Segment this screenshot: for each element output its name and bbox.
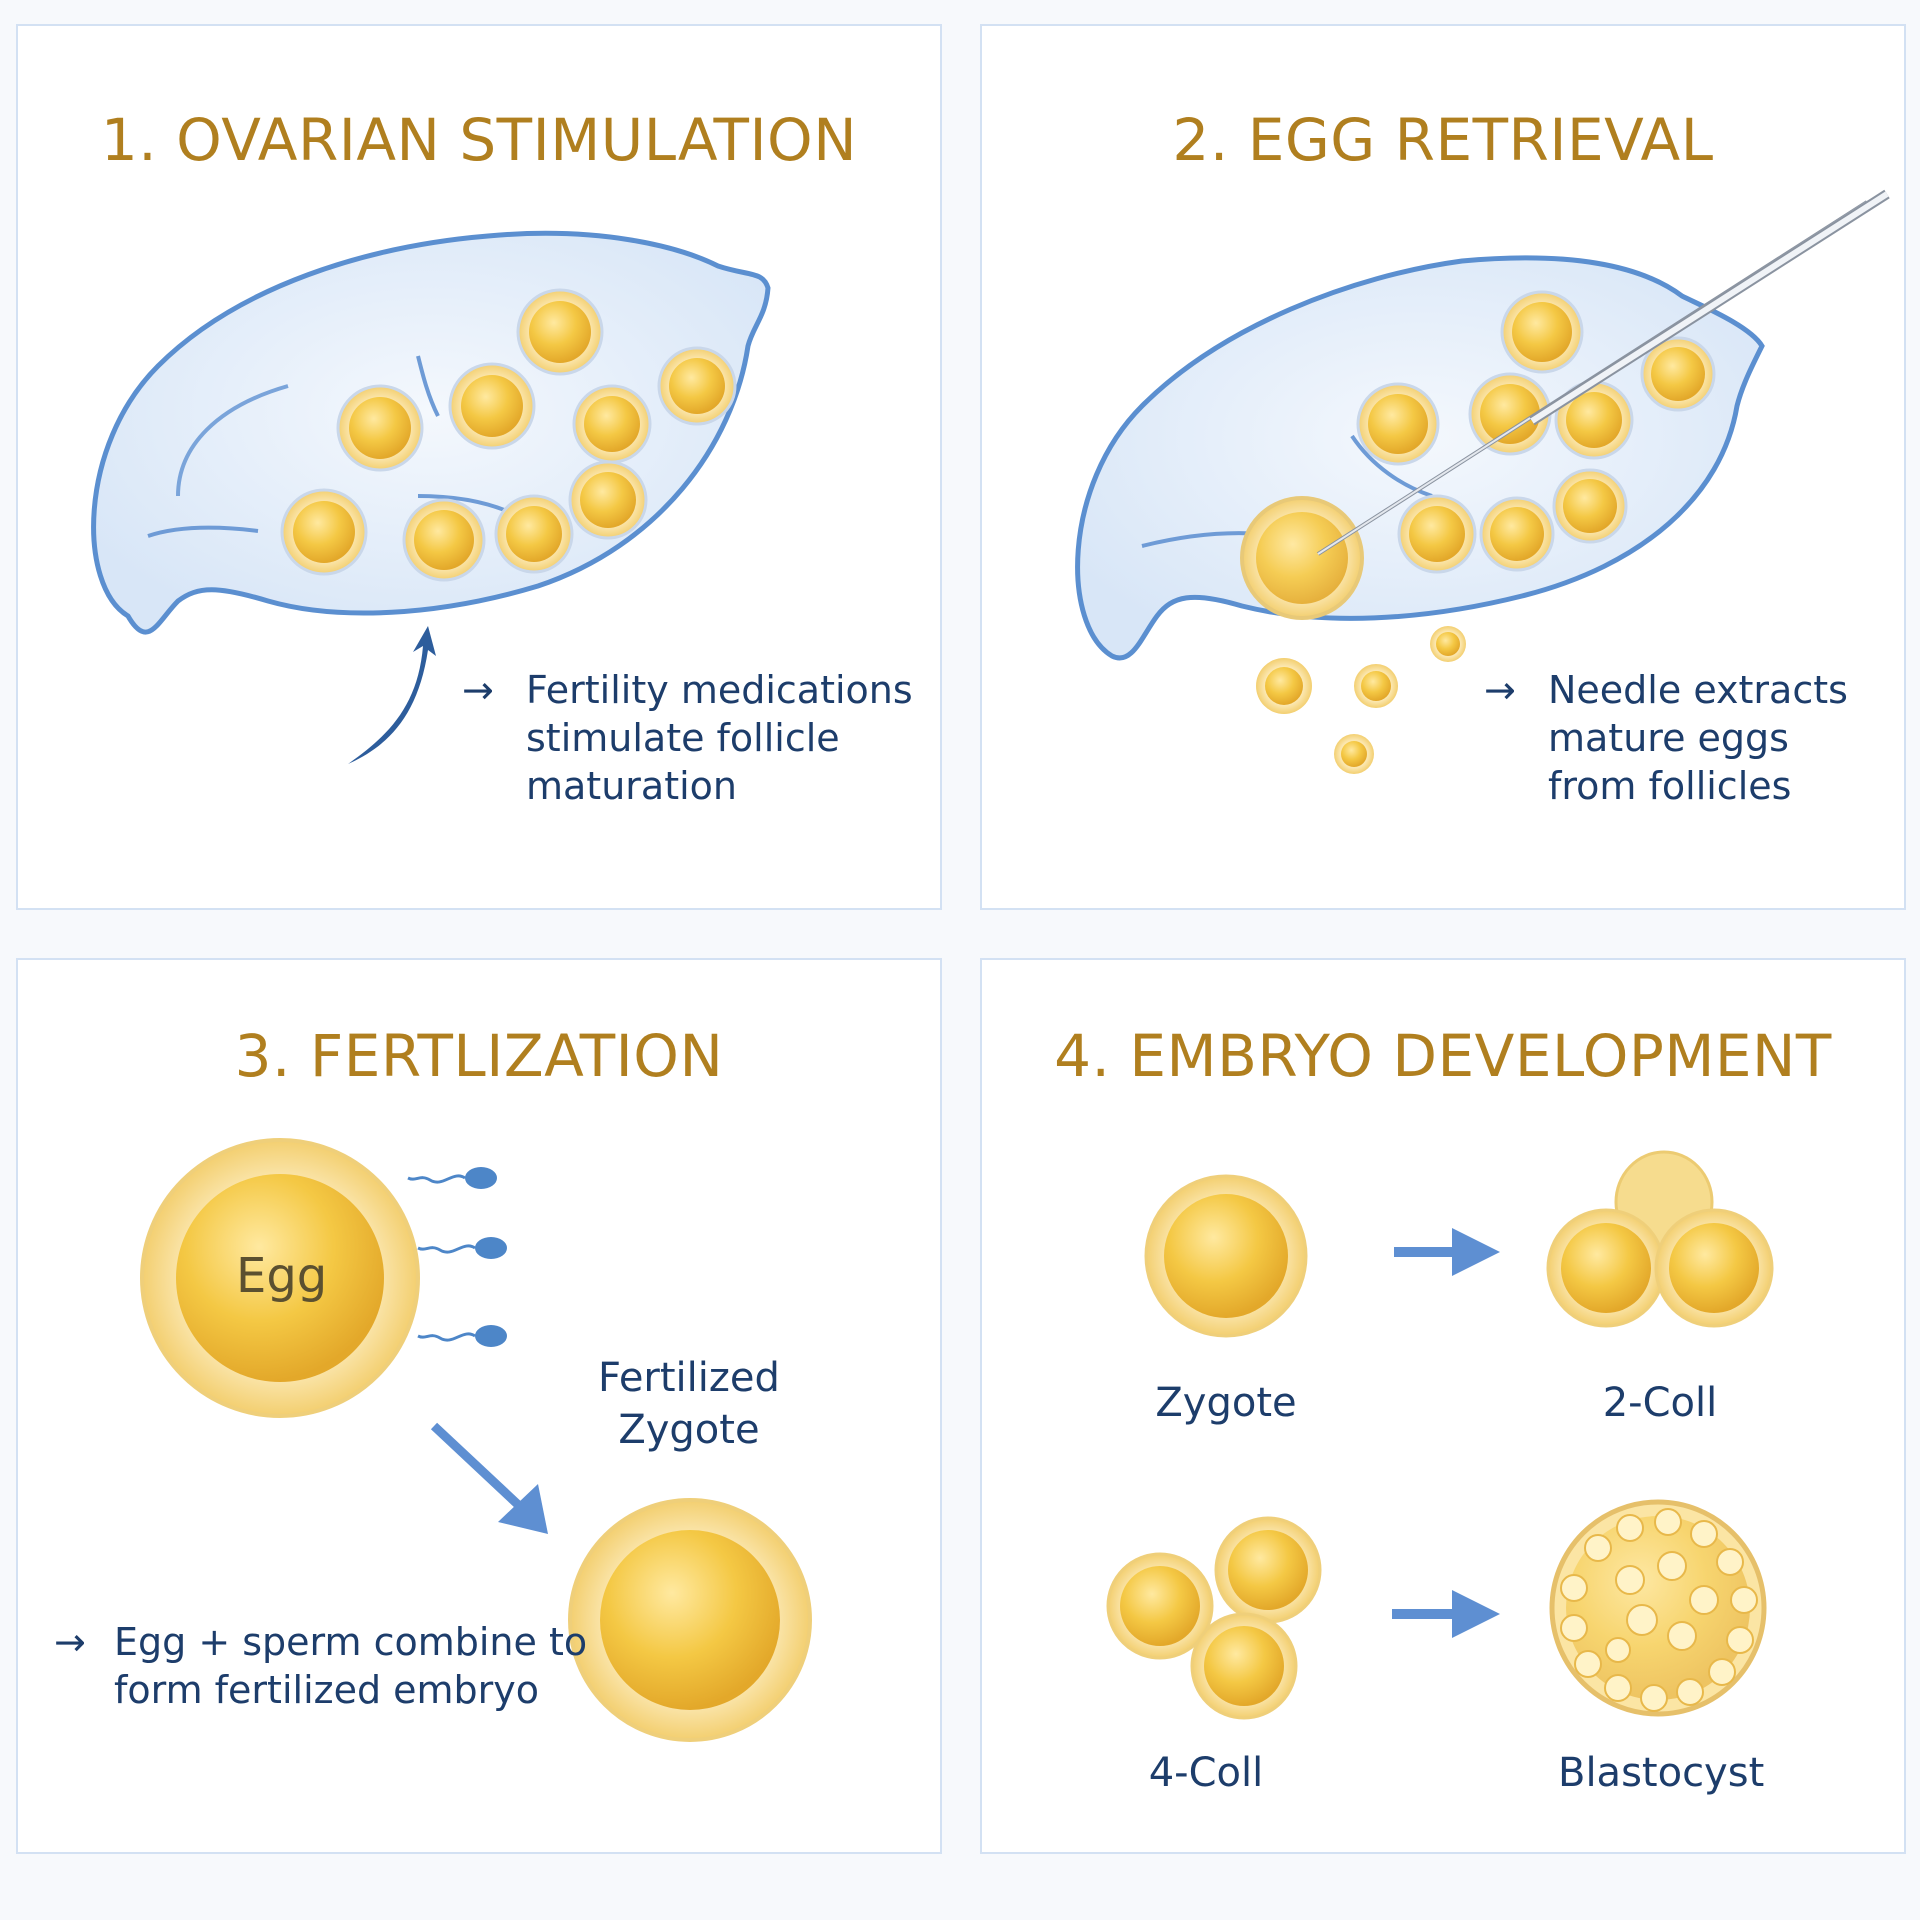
panel-title: 4. EMBRYO DEVELOPMENT: [1054, 1022, 1832, 1090]
follicle: [568, 460, 648, 540]
sperm-icon: [407, 1167, 497, 1189]
follicle: [516, 288, 604, 376]
sperm-icon: [417, 1325, 507, 1347]
fertilization-illustration: [140, 1138, 812, 1742]
egg: [1354, 664, 1398, 708]
embryo-stages-illustration: [1106, 1150, 1774, 1720]
stage-label-zygote: Zygote: [1155, 1380, 1297, 1426]
follicle: [1552, 468, 1628, 544]
panel-ovarian-stimulation: 1. OVARIAN STIMULATION → Fertility medic…: [16, 24, 942, 910]
stage-label-4-cell: 4-Coll: [1148, 1750, 1264, 1796]
blastocyst-cells: [1560, 1508, 1758, 1712]
egg: [1256, 658, 1312, 714]
follicle-being-punctured: [1240, 496, 1364, 620]
follicle: [1397, 494, 1477, 574]
stage-label-blastocyst: Blastocyst: [1558, 1750, 1765, 1796]
panel-embryo-development: 4. EMBRYO DEVELOPMENT: [980, 958, 1906, 1854]
blastocyst: [1549, 1499, 1767, 1717]
egg-label: Egg: [236, 1248, 328, 1304]
follicle: [1468, 372, 1552, 456]
follicle: [1554, 380, 1634, 460]
follicles: [280, 288, 737, 582]
follicle: [1356, 382, 1440, 466]
follicle: [448, 362, 536, 450]
follicle: [336, 384, 424, 472]
retrieval-caption: → Needle extracts mature eggs from folli…: [1484, 668, 1848, 808]
panel-title: 3. FERTLIZATION: [234, 1022, 724, 1090]
fertilized-zygote: [568, 1498, 812, 1742]
arrow-right-icon: →: [1484, 668, 1516, 712]
follicle: [494, 494, 574, 574]
arrow-diagonal-icon: [430, 1422, 548, 1534]
two-cell-embryo: [1546, 1150, 1774, 1328]
panel-title: 2. EGG RETRIEVAL: [1172, 106, 1714, 174]
panel-title: 1. OVARIAN STIMULATION: [100, 106, 858, 174]
retrieval-needle: [1316, 189, 1890, 556]
follicle: [280, 488, 368, 576]
follicle: [572, 384, 652, 464]
egg: [1334, 734, 1374, 774]
fertilization-caption: → Egg + sperm combine to form fertilized…: [54, 1620, 588, 1712]
ovary-illustration: [91, 230, 771, 764]
arrow-right-icon: [1392, 1590, 1500, 1638]
four-cell-embryo: [1106, 1516, 1322, 1720]
zygote-cell: [1144, 1174, 1308, 1338]
stimulation-caption: → Fertility medications stimulate follic…: [462, 668, 913, 808]
follicle: [1640, 336, 1716, 412]
follicles: [1240, 290, 1716, 620]
zygote-label: Fertilized Zygote: [598, 1355, 780, 1453]
panel-egg-retrieval: 2. EGG RETRIEVAL →: [980, 24, 1906, 910]
arrow-right-icon: →: [54, 1620, 86, 1664]
panel-fertilization: 3. FERTLIZATION Egg Fertilized Zygote: [16, 958, 942, 1854]
curved-arrow-icon: [348, 626, 436, 764]
follicle: [402, 498, 486, 582]
egg: [1430, 626, 1466, 662]
arrow-right-icon: →: [462, 668, 494, 712]
stage-label-2-cell: 2-Coll: [1602, 1380, 1718, 1426]
released-eggs: [1256, 626, 1466, 774]
egg-cell: [140, 1138, 420, 1418]
follicle: [657, 346, 737, 426]
retrieval-illustration: [1075, 189, 1890, 774]
sperm-icon: [417, 1237, 507, 1259]
follicle: [1479, 496, 1555, 572]
follicle: [1500, 290, 1584, 374]
arrow-right-icon: [1394, 1228, 1500, 1276]
